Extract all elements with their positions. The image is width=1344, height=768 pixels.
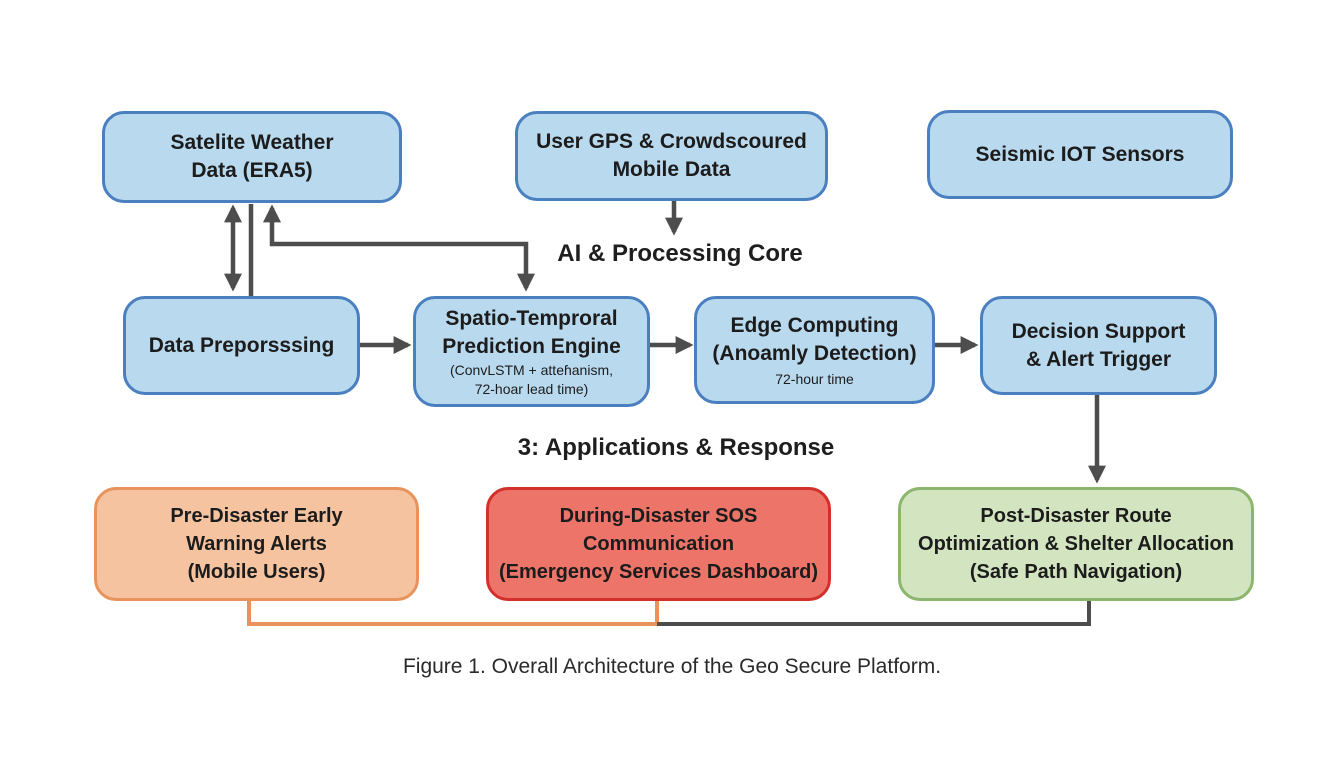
pre-line3: (Mobile Users) (187, 561, 326, 583)
decision-line1: Decision Support (1011, 319, 1186, 343)
edge-computing-box: Edge Computing (Anoamly Detection) 72-ho… (694, 296, 935, 404)
edge-sub1: 72-hour time (775, 370, 854, 387)
gps-line1: User GPS & Crowdscoured (536, 130, 807, 153)
preprocessing-box: Data Preporsssing (123, 296, 360, 395)
during-line3: (Emergency Services Dashboard) (498, 561, 819, 583)
prediction-line1: Spatio-Temproral (445, 306, 618, 330)
post-line3: (Safe Path Navigation) (969, 561, 1183, 583)
satellite-line1: Satelite Weather (170, 131, 334, 154)
decision-support-box: Decision Support & Alert Trigger (980, 296, 1217, 395)
satellite-data-box: Satelite Weather Data (ERA5) (102, 111, 402, 203)
seismic-line1: Seismic IOT Sensors (975, 142, 1185, 166)
prediction-sub2: 72-hoar lead time) (474, 380, 589, 397)
connector-during-post (657, 600, 1091, 626)
prediction-sub1: (ConvLSTM + atteɦanism, (449, 361, 613, 378)
post-line1: Post-Disaster Route (980, 505, 1172, 527)
gps-line2: Mobile Data (612, 158, 731, 181)
satellite-line2: Data (ERA5) (191, 159, 313, 182)
prediction-engine-box: Spatio-Temproral Prediction Engine (Conv… (413, 296, 650, 407)
seismic-sensors-box: Seismic IOT Sensors (927, 110, 1233, 199)
preprocessing-line1: Data Preporsssing (148, 333, 335, 357)
during-line2: Communication (582, 533, 735, 555)
figure-caption: Figure 1. Overall Architecture of the Ge… (402, 655, 942, 678)
pre-line2: Warning Alerts (186, 533, 327, 555)
pre-disaster-box: Pre-Disaster Early Warning Alerts (Mobil… (94, 487, 419, 601)
section-applications-heading: 3: Applications & Response (517, 434, 835, 461)
during-line1: During-Disaster SOS (559, 505, 758, 527)
section-ai-core-heading: AI & Processing Core (557, 240, 803, 267)
arrow-prediction-to-satellite (263, 204, 535, 292)
during-disaster-box: During-Disaster SOS Communication (Emerg… (486, 487, 831, 601)
prediction-line2: Prediction Engine (442, 334, 621, 358)
pre-line1: Pre-Disaster Early (170, 505, 343, 527)
edge-line1: Edge Computing (730, 313, 899, 337)
connector-pre-during (247, 600, 659, 626)
post-disaster-box: Post-Disaster Route Optimization & Shelt… (898, 487, 1254, 601)
decision-line2: & Alert Trigger (1025, 347, 1172, 371)
gps-data-box: User GPS & Crowdscoured Mobile Data (515, 111, 828, 201)
post-line2: Optimization & Shelter Allocation (918, 533, 1234, 555)
edge-line2: (Anoamly Detection) (712, 341, 917, 365)
